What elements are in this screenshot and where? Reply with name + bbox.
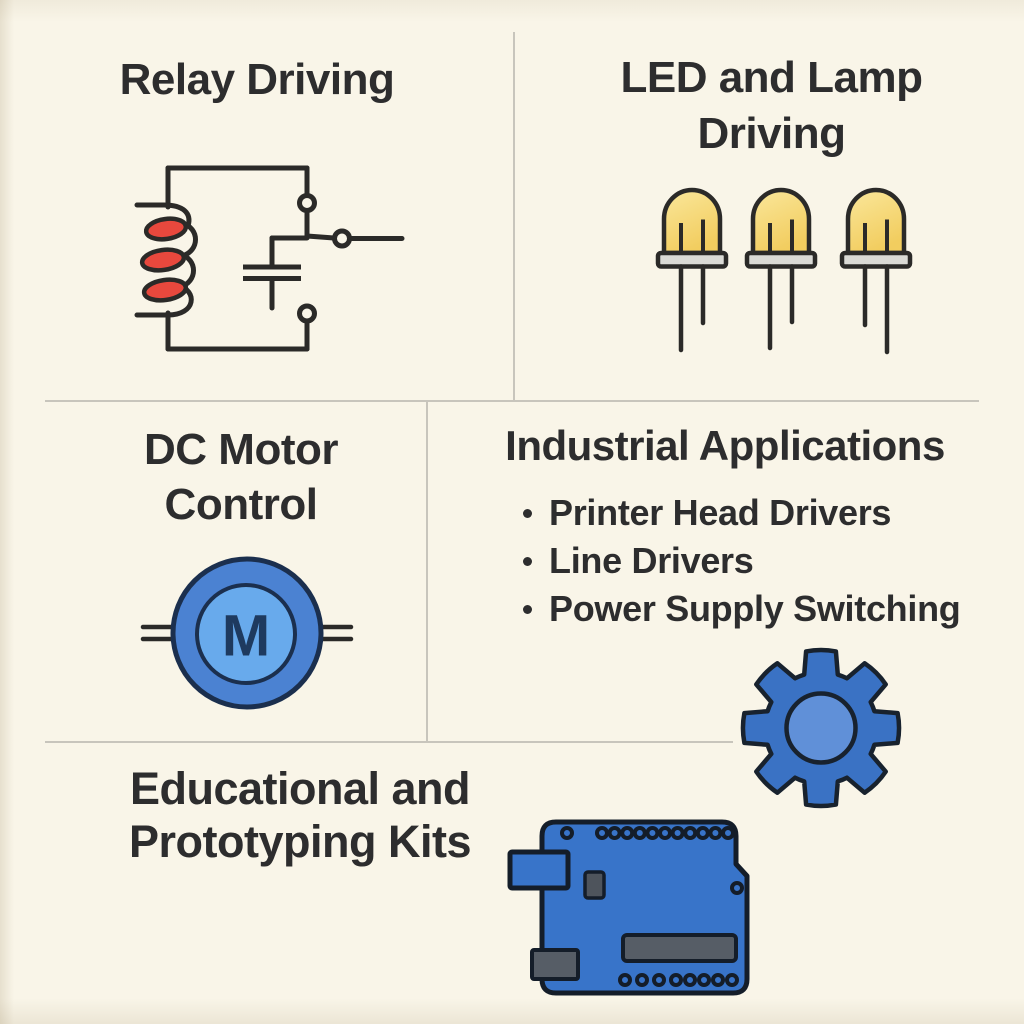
led-lamp-title-line1: LED and Lamp	[620, 53, 923, 102]
section-led-lamp-driving: LED and Lamp Driving	[514, 0, 1024, 402]
divider-horizontal-upper	[45, 400, 979, 402]
bullet-text: Power Supply Switching	[549, 588, 961, 629]
bullet-text: Line Drivers	[549, 540, 754, 581]
bullet-dot-icon	[523, 508, 532, 518]
educational-title: Educational and Prototyping Kits	[60, 762, 540, 868]
led-lamp-title: LED and Lamp Driving	[519, 50, 1024, 162]
coil-turn	[141, 277, 189, 303]
industrial-bullet-list: Printer Head Drivers Line Drivers Power …	[520, 489, 961, 633]
industrial-title: Industrial Applications	[505, 422, 945, 469]
divider-vertical-top	[513, 32, 515, 402]
dc-motor-title-line1: DC Motor	[144, 425, 338, 474]
coil-turn	[139, 247, 187, 273]
gear-hub	[784, 691, 858, 765]
pin-holes	[560, 826, 744, 987]
bullet-item: Line Drivers	[520, 537, 960, 585]
bullet-item: Power Supply Switching	[520, 585, 961, 633]
led-icon	[839, 187, 913, 355]
relay-circuit-icon	[134, 165, 405, 352]
bullet-text: Printer Head Drivers	[549, 492, 892, 533]
bullet-item: Printer Head Drivers	[520, 489, 960, 537]
educational-title-line1: Educational and	[129, 763, 471, 814]
divider-horizontal-lower	[45, 741, 733, 743]
coil-turn	[143, 216, 189, 242]
bullet-dot-icon	[523, 556, 532, 566]
ic-socket	[621, 933, 738, 963]
educational-title-line2: Prototyping Kits	[129, 816, 471, 867]
section-dc-motor-control: DC Motor Control M	[0, 402, 426, 742]
usb-connector	[507, 849, 571, 891]
dc-motor-title-line2: Control	[164, 480, 318, 529]
motor-letter: M	[222, 604, 270, 669]
gear-icon	[740, 647, 902, 809]
section-educational-kits: Educational and Prototyping Kits	[0, 742, 1024, 1024]
led-icon	[744, 187, 818, 351]
reset-button-chip	[583, 870, 606, 900]
power-jack	[530, 948, 580, 981]
section-industrial-applications: Industrial Applications Printer Head Dri…	[426, 402, 1024, 809]
divider-vertical-middle	[426, 402, 428, 742]
dc-motor-title: DC Motor Control	[26, 422, 456, 532]
led-lamp-title-line2: Driving	[697, 109, 846, 158]
section-relay-driving: Relay Driving	[0, 0, 514, 402]
dc-motor-icon: M	[140, 556, 354, 710]
relay-driving-title: Relay Driving	[119, 55, 395, 104]
bullet-dot-icon	[523, 604, 532, 614]
arduino-board-icon	[507, 819, 750, 996]
motor-leads	[140, 624, 354, 642]
led-icon	[655, 187, 729, 353]
